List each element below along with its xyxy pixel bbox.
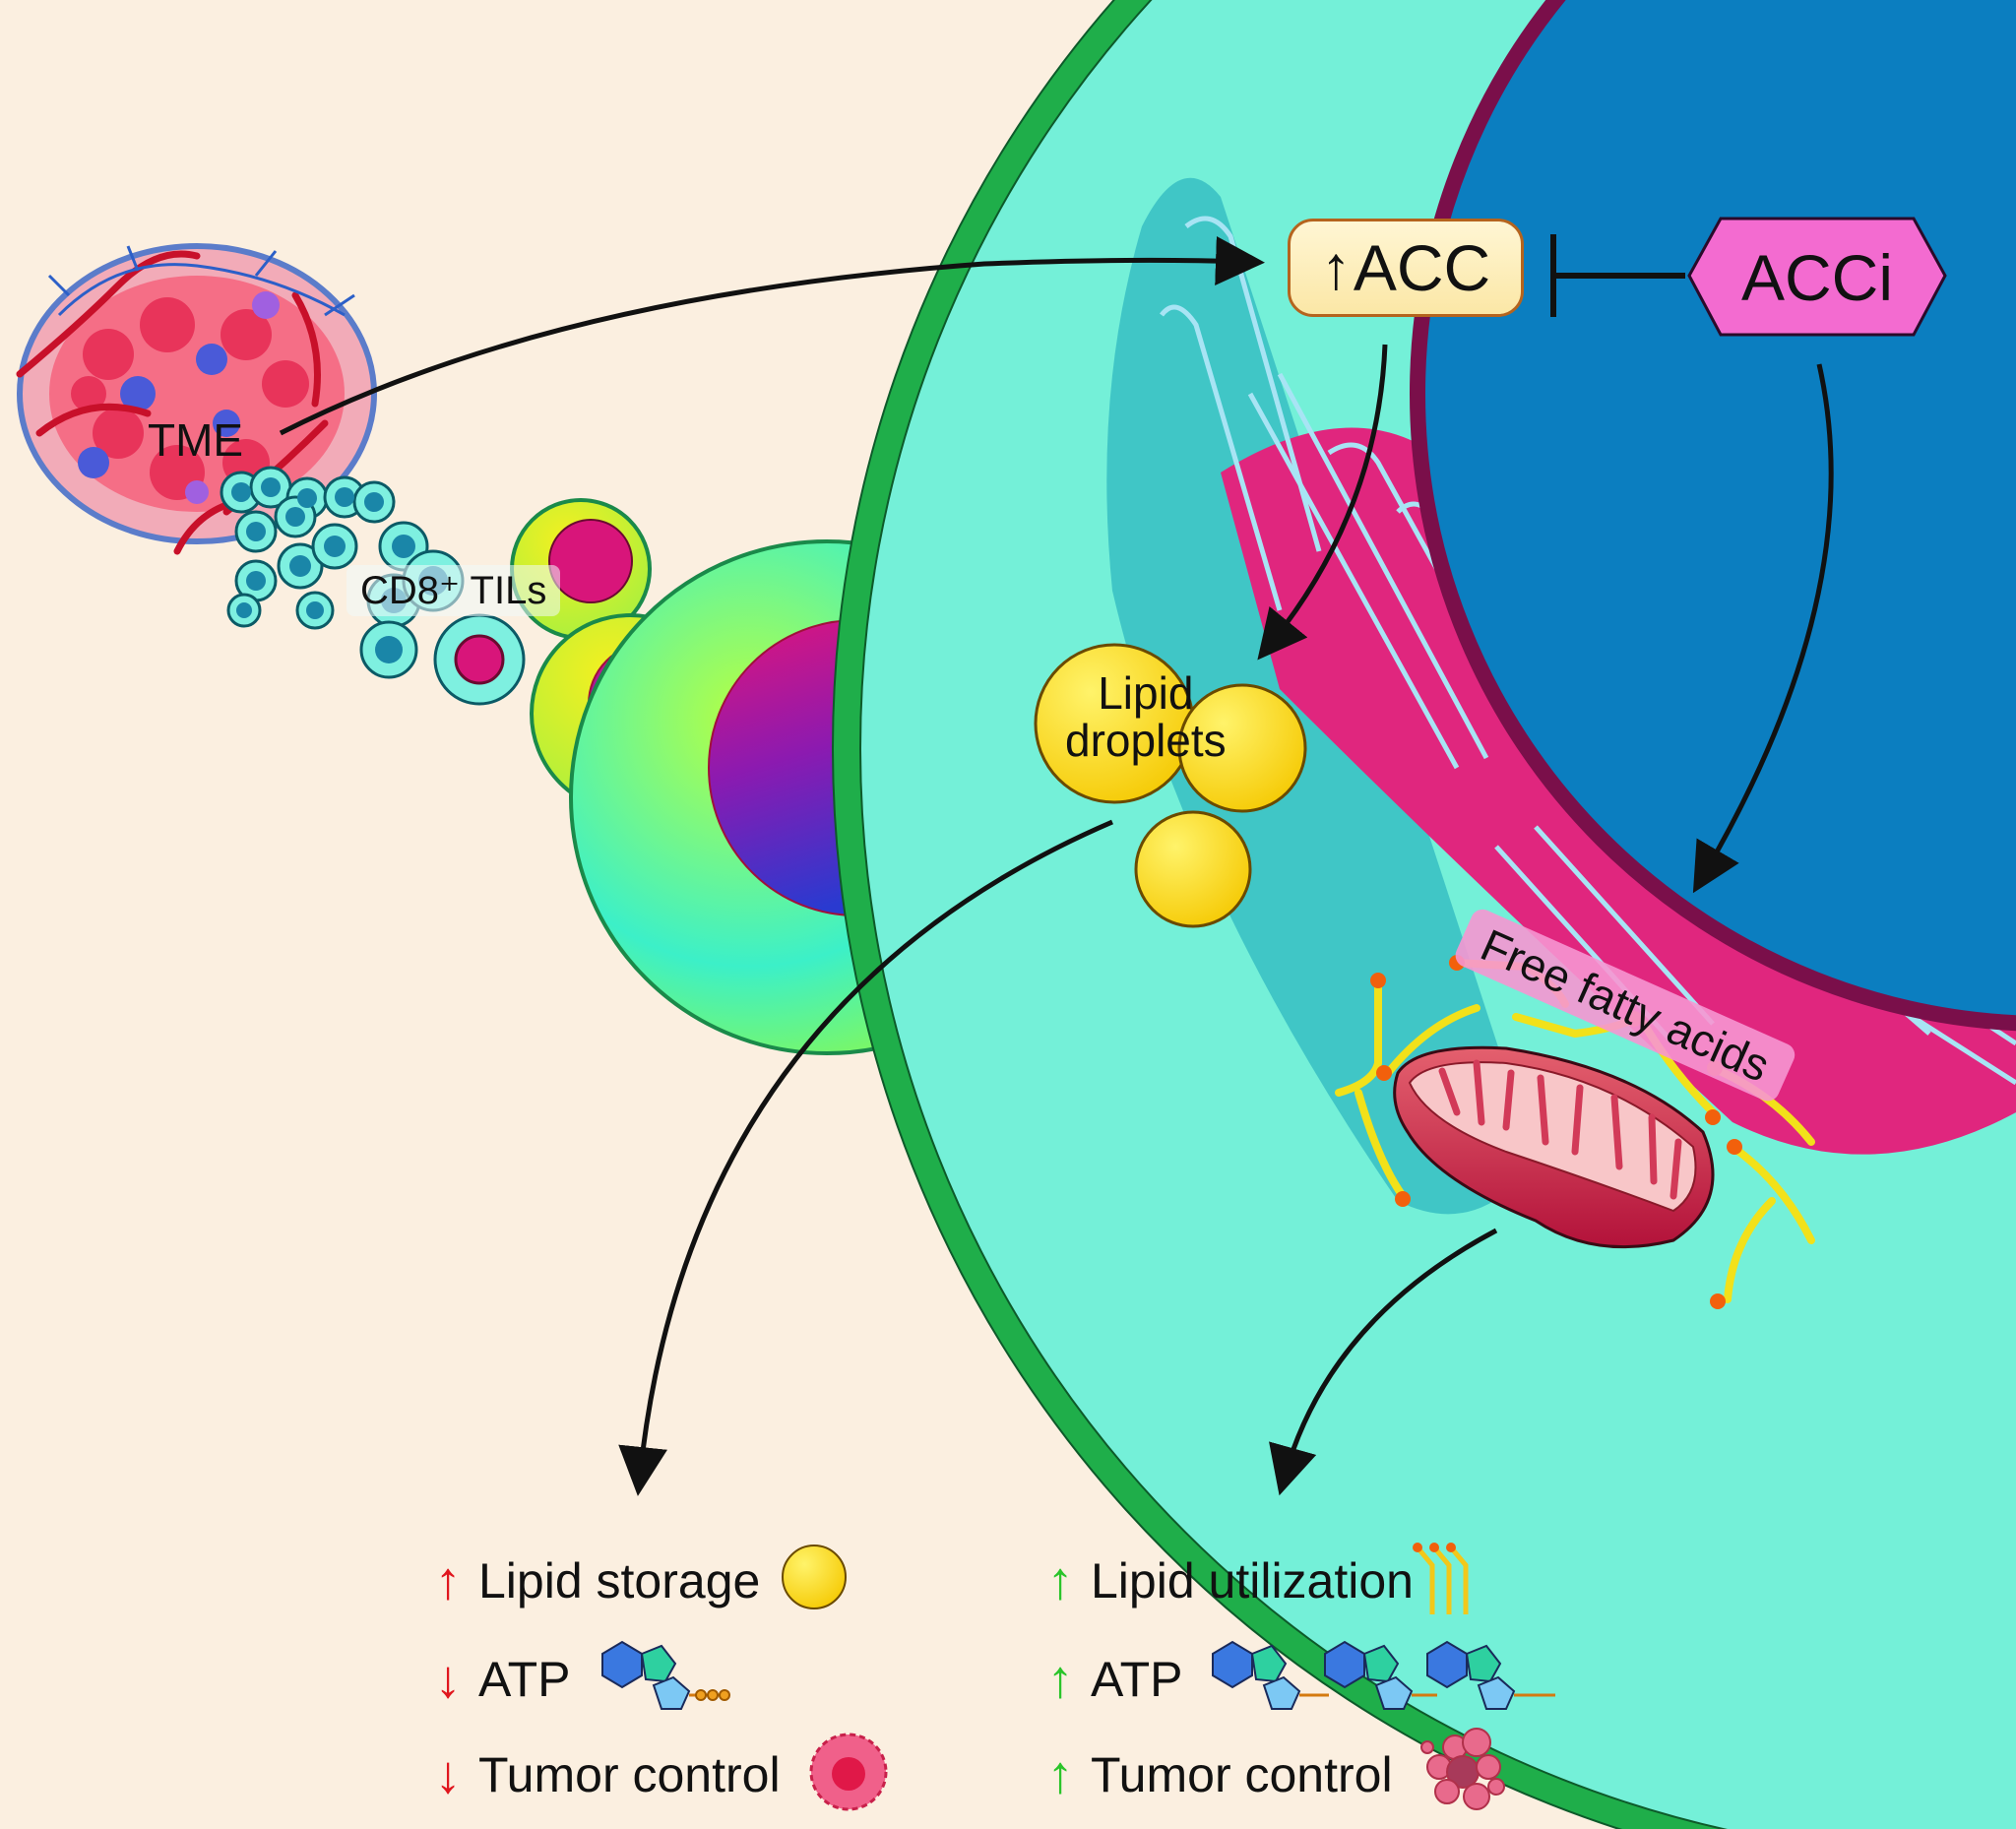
up-arrow-icon: ↑ bbox=[1046, 1551, 1074, 1610]
acci-label: ACCi bbox=[1740, 241, 1893, 314]
atp-molecules-icon bbox=[1212, 1640, 1555, 1710]
tumor-cell-icon bbox=[809, 1733, 888, 1811]
acci-badge: ACCi bbox=[1689, 219, 1945, 337]
acc-badge: ↑ ACC bbox=[1288, 219, 1524, 317]
inhibition-symbol bbox=[1550, 234, 1685, 317]
arrow-acci-to-ffa bbox=[1692, 363, 1834, 894]
arrow-tme-to-acc bbox=[279, 235, 1265, 436]
up-arrow-icon: ↑ bbox=[434, 1551, 462, 1610]
outcome-text: Tumor control bbox=[1091, 1747, 1393, 1802]
outcome-text: Lipid storage bbox=[478, 1553, 761, 1608]
lipid-droplets-label-line2: droplets bbox=[1065, 715, 1227, 767]
down-arrow-icon: ↓ bbox=[434, 1745, 462, 1804]
outcome-text: ATP bbox=[1091, 1652, 1183, 1707]
outcome-left-lipid-storage: ↑ Lipid storage bbox=[431, 1550, 761, 1611]
up-arrow-icon: ↑ bbox=[1046, 1745, 1074, 1804]
lipid-droplets bbox=[1034, 643, 1307, 928]
atp-molecule-icon bbox=[601, 1640, 730, 1710]
outcome-text: ATP bbox=[478, 1652, 571, 1707]
tme-tumor bbox=[16, 243, 377, 555]
tme-label: TME bbox=[148, 414, 244, 466]
cd8-tils-label: CD8⁺ TILs bbox=[346, 565, 561, 616]
outcome-text: Tumor control bbox=[478, 1747, 781, 1802]
arrow-mito-to-utilization bbox=[1269, 1228, 1498, 1496]
fatty-acid-icon bbox=[1413, 1543, 1469, 1614]
lipid-droplets-label: Lipid droplets bbox=[1065, 669, 1227, 765]
outcome-right-tumor-control: ↑ Tumor control bbox=[1043, 1744, 1393, 1805]
up-arrow-icon: ↑ bbox=[1046, 1650, 1074, 1709]
outcome-right-atp: ↑ ATP bbox=[1043, 1649, 1183, 1710]
acci-badge-shape bbox=[1687, 217, 1947, 337]
mitochondrion bbox=[1393, 1045, 1715, 1249]
outcome-text: Lipid utilization bbox=[1091, 1553, 1414, 1608]
outcome-left-tumor-control: ↓ Tumor control bbox=[431, 1744, 781, 1805]
acc-label: ACC bbox=[1353, 231, 1491, 304]
lipid-droplets-label-line1: Lipid bbox=[1098, 667, 1194, 719]
up-arrow-icon: ↑ bbox=[1320, 233, 1352, 302]
outcome-left-atp: ↓ ATP bbox=[431, 1649, 571, 1710]
pathway-arrows bbox=[279, 235, 1834, 1496]
arrow-acc-to-lipid-droplets bbox=[1257, 344, 1388, 661]
arrow-lipid-to-storage bbox=[618, 819, 1113, 1496]
down-arrow-icon: ↓ bbox=[434, 1650, 462, 1709]
lipid-droplet-icon bbox=[782, 1545, 847, 1609]
killed-tumor-cell-icon bbox=[1420, 1728, 1505, 1810]
outcome-right-lipid-utilization: ↑ Lipid utilization bbox=[1043, 1550, 1414, 1611]
